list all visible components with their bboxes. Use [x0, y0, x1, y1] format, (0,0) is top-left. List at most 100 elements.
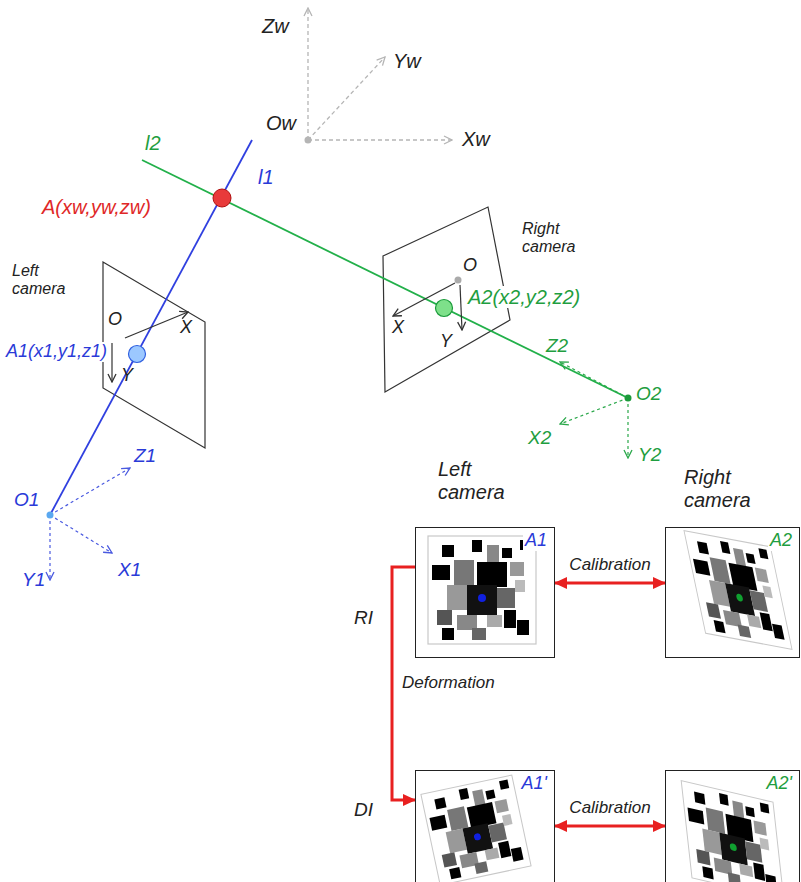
speckle-block [755, 568, 769, 583]
diagram-label: Left camera [12, 262, 82, 297]
speckle-block [457, 615, 477, 630]
speckle-pattern [421, 775, 531, 882]
projection-ray [142, 160, 628, 398]
speckle-block [477, 562, 507, 587]
panel-label: A2' [765, 774, 794, 794]
speckle-block [714, 620, 726, 633]
image-axes [112, 277, 462, 383]
tracked-point [478, 594, 486, 602]
diagram-label: Zw [262, 15, 289, 37]
speckle-block [472, 628, 486, 640]
speckle-block [517, 620, 529, 635]
speckle-block [442, 545, 454, 557]
diagram-label: A(xw,yw,zw) [40, 196, 153, 218]
image-panel: Left cameraA1 [415, 527, 555, 658]
world-axes [308, 57, 385, 140]
point-marker [129, 189, 453, 363]
speckle-block [714, 858, 733, 876]
diagram-label: X1 [118, 560, 141, 581]
connector-arrow [555, 825, 665, 828]
panel-label: A2 [768, 531, 794, 551]
image-axes [455, 277, 462, 284]
diagram-label: DI [354, 800, 373, 821]
image-panel: A1' [415, 770, 555, 882]
speckle-block [739, 864, 753, 878]
diagram-label: l2 [145, 132, 161, 154]
diagram-label: O [108, 310, 122, 330]
speckle-block [515, 580, 525, 592]
speckle-block [696, 849, 710, 866]
pattern-frame [428, 536, 536, 644]
speckle-block [694, 792, 705, 805]
speckle-block [706, 807, 726, 834]
speckle-block [459, 788, 470, 800]
speckle-block [432, 565, 450, 580]
speckle-block [754, 820, 767, 835]
speckle-block [442, 852, 457, 867]
speckle-block [720, 541, 730, 554]
diagram-label: RI [354, 608, 373, 629]
diagram-label: Y1 [22, 570, 45, 591]
diagram-label: X [180, 318, 192, 338]
speckle-block [760, 803, 770, 814]
speckle-pattern [421, 531, 792, 882]
speckle-block [442, 628, 454, 640]
speckle-block [745, 806, 755, 817]
tracked-point [736, 593, 744, 602]
speckle-block [758, 548, 768, 559]
image-plane [103, 262, 205, 448]
connector-label: Calibration [567, 556, 652, 575]
diagram-label: X [392, 318, 404, 338]
tracked-point [730, 843, 738, 852]
image-panel: Right cameraA2 [665, 527, 800, 658]
image-axes [111, 343, 112, 382]
speckle-block [693, 559, 710, 576]
speckle-block [688, 808, 705, 825]
diagram-label: Z2 [546, 336, 568, 357]
speckle-block [487, 615, 502, 627]
diagram-label: Z1 [134, 446, 156, 467]
world-axes [308, 139, 452, 140]
connector-label: Calibration [567, 799, 652, 818]
speckle-block [762, 585, 772, 598]
camera-axes [50, 515, 112, 553]
camera-axes [625, 395, 632, 402]
speckle-block [738, 625, 752, 639]
diagram-label: X2 [528, 428, 551, 449]
point-marker [436, 300, 453, 317]
speckle-block [485, 789, 495, 799]
diagram-label: Ow [266, 112, 296, 134]
world-axes [305, 137, 312, 144]
diagram-label: Right camera [522, 220, 592, 255]
diagram-label: Xw [462, 128, 490, 150]
speckle-block [510, 562, 524, 576]
tracked-point [473, 833, 481, 841]
speckle-block [504, 610, 516, 628]
speckle-block [502, 814, 513, 826]
speckle-block [746, 553, 756, 564]
camera-axes [47, 512, 54, 519]
speckle-block [449, 867, 461, 879]
speckle-block [747, 615, 761, 629]
camera-axes [47, 362, 632, 580]
pattern-frame [681, 781, 784, 882]
speckle-block [495, 799, 509, 813]
camera-axes [49, 515, 50, 580]
world-axes [305, 8, 453, 144]
image-axes [125, 312, 188, 338]
panel-label: A1' [520, 774, 549, 794]
speckle-pattern [428, 536, 536, 644]
diagram-label: O [463, 256, 477, 276]
speckle-block [472, 540, 482, 552]
speckle-block [760, 612, 773, 631]
connector-label: Deformation [400, 674, 497, 693]
image-axes [460, 285, 462, 330]
speckle-block [710, 557, 731, 584]
diagram-label: Yw [393, 50, 421, 72]
speckle-block [467, 585, 497, 615]
camera-axes [560, 362, 628, 398]
